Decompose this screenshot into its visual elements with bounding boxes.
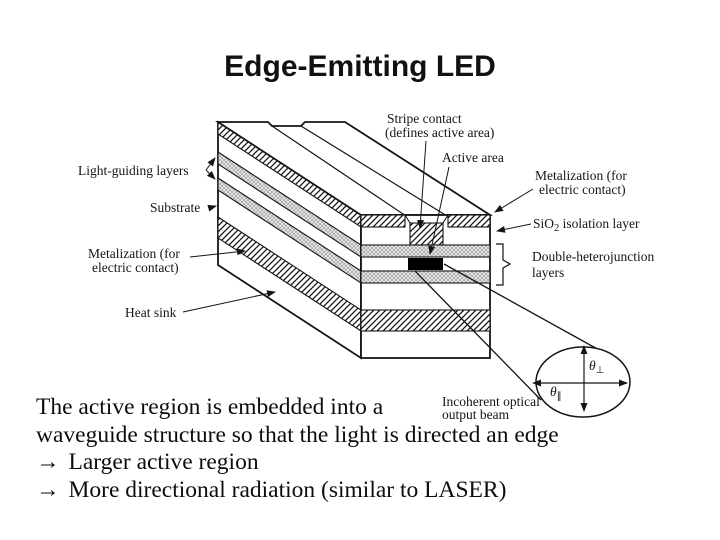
diagram-labels: Stripe contact (defines active area) Act… [78,111,654,422]
metalization-right-label-line1: Metalization (for [535,168,627,183]
front-light-guiding-2 [360,270,491,284]
theta-parallel-label: θ∥ [550,384,562,402]
output-beam: θ⊥ θ∥ [414,263,631,418]
leader-heat-sink [182,290,276,313]
beam-label-line2: output beam [442,407,510,422]
beam-label-line1: Incoherent optical [442,394,540,409]
theta-perp-label: θ⊥ [589,358,604,376]
light-guiding-label: Light-guiding layers [78,163,189,178]
bullet-arrow-icon: → [36,449,60,475]
leader-metalization-left [189,248,246,258]
bullet-2-text: More directional radiation (similar to L… [68,476,507,503]
page-title: Edge-Emitting LED [224,50,496,83]
bullet-arrow-icon: → [36,476,60,503]
stripe-contact-label-line2: (defines active area) [385,125,494,140]
leader-active-area [428,166,450,255]
substrate-label: Substrate [150,200,200,215]
body-text: The active region is embedded into a wav… [36,394,706,504]
metalization-right-label-line2: electric contact) [539,182,626,197]
front-light-guiding-1 [360,244,491,258]
active-region [408,258,443,270]
dh-bracket [496,243,512,286]
leader-sio2 [496,223,532,233]
leader-light-guiding-2 [205,169,216,180]
leader-stripe-contact [417,140,427,229]
front-face [360,214,491,359]
stripe-groove-lines [271,125,448,217]
heat-sink-label: Heat sink [125,305,177,320]
front-metalization-right [447,214,491,228]
groove-walls [404,214,449,224]
beam-cone-lines [414,263,602,401]
dh-label-line2: layers [532,265,564,280]
stripe-contact-block [409,222,444,246]
body-line-1: The active region is embedded into a [36,394,384,420]
bullet-line-2: → More directional radiation (similar to … [36,477,706,505]
bullet-1-text: Larger active region [68,449,259,475]
active-area-label: Active area [442,150,504,165]
stripe-contact-label-line1: Stripe contact [387,111,462,126]
leader-lines [182,140,534,313]
sio2-label: SiO2 isolation layer [533,216,640,234]
front-metalization-left [360,214,406,228]
leader-light-guiding-1 [205,157,216,171]
metalization-left-label-line1: Metalization (for [88,246,180,261]
bullet-line-1: → Larger active region [36,449,706,477]
body-line-2: waveguide structure so that the light is… [36,421,559,448]
leader-substrate [207,204,217,212]
leader-metalization-right [494,188,534,213]
dh-label-line1: Double-heterojunction [532,249,654,264]
metalization-left-label-line2: electric contact) [92,260,179,275]
